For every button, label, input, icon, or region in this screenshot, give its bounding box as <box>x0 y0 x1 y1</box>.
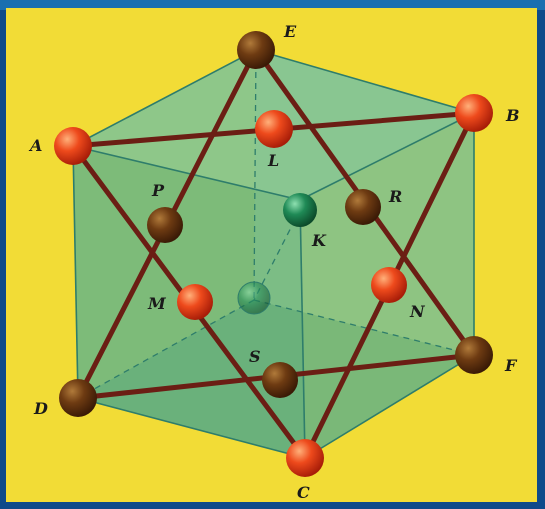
label-F: F <box>504 356 518 375</box>
atom-center-hidden <box>238 282 270 314</box>
atom-C <box>286 439 324 477</box>
atom-S <box>262 362 298 398</box>
atom-E <box>237 31 275 69</box>
atom-A <box>54 127 92 165</box>
label-L: L <box>267 151 279 170</box>
label-C: C <box>297 483 310 502</box>
label-N: N <box>409 302 426 321</box>
label-E: E <box>283 22 297 41</box>
atom-R <box>345 189 381 225</box>
label-P: P <box>151 181 165 200</box>
label-B: B <box>505 106 520 125</box>
label-D: D <box>33 399 48 418</box>
label-A: A <box>28 136 42 155</box>
label-S: S <box>249 347 261 366</box>
atom-D <box>59 379 97 417</box>
label-K: K <box>311 231 327 250</box>
atom-P <box>147 207 183 243</box>
atom-N <box>371 267 407 303</box>
atom-F <box>455 336 493 374</box>
atom-K <box>283 193 317 227</box>
atom-L <box>255 110 293 148</box>
label-R: R <box>388 187 402 206</box>
atom-B <box>455 94 493 132</box>
label-M: M <box>147 294 167 313</box>
atom-M <box>177 284 213 320</box>
